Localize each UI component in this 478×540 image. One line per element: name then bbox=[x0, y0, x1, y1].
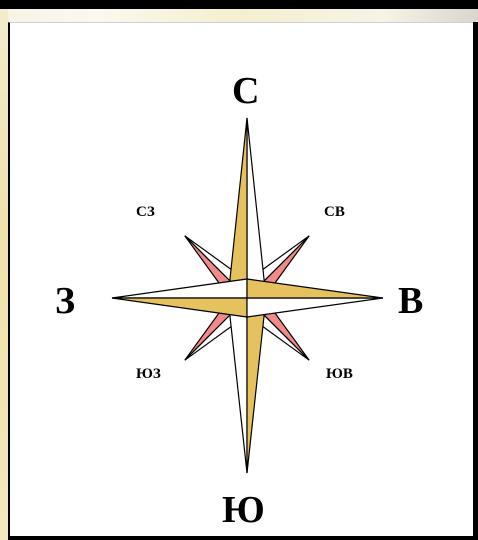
label-south: Ю bbox=[222, 491, 265, 529]
ray-north-half-b bbox=[228, 118, 247, 298]
label-north: С bbox=[232, 72, 259, 110]
ray-east-half-a bbox=[247, 298, 383, 317]
label-west: З bbox=[55, 282, 75, 320]
label-southeast: ЮВ bbox=[326, 367, 353, 382]
label-east: В bbox=[398, 282, 423, 320]
ray-south-half-a bbox=[228, 298, 247, 473]
label-northwest: СЗ bbox=[136, 205, 155, 220]
ray-west-half-a bbox=[112, 279, 247, 298]
label-southwest: ЮЗ bbox=[136, 367, 161, 382]
ray-north-half-a bbox=[247, 118, 266, 298]
ray-east-half-b bbox=[247, 279, 383, 298]
label-northeast: СВ bbox=[324, 205, 345, 220]
ray-west-half-b bbox=[112, 298, 247, 317]
ray-south-half-b bbox=[247, 298, 266, 473]
